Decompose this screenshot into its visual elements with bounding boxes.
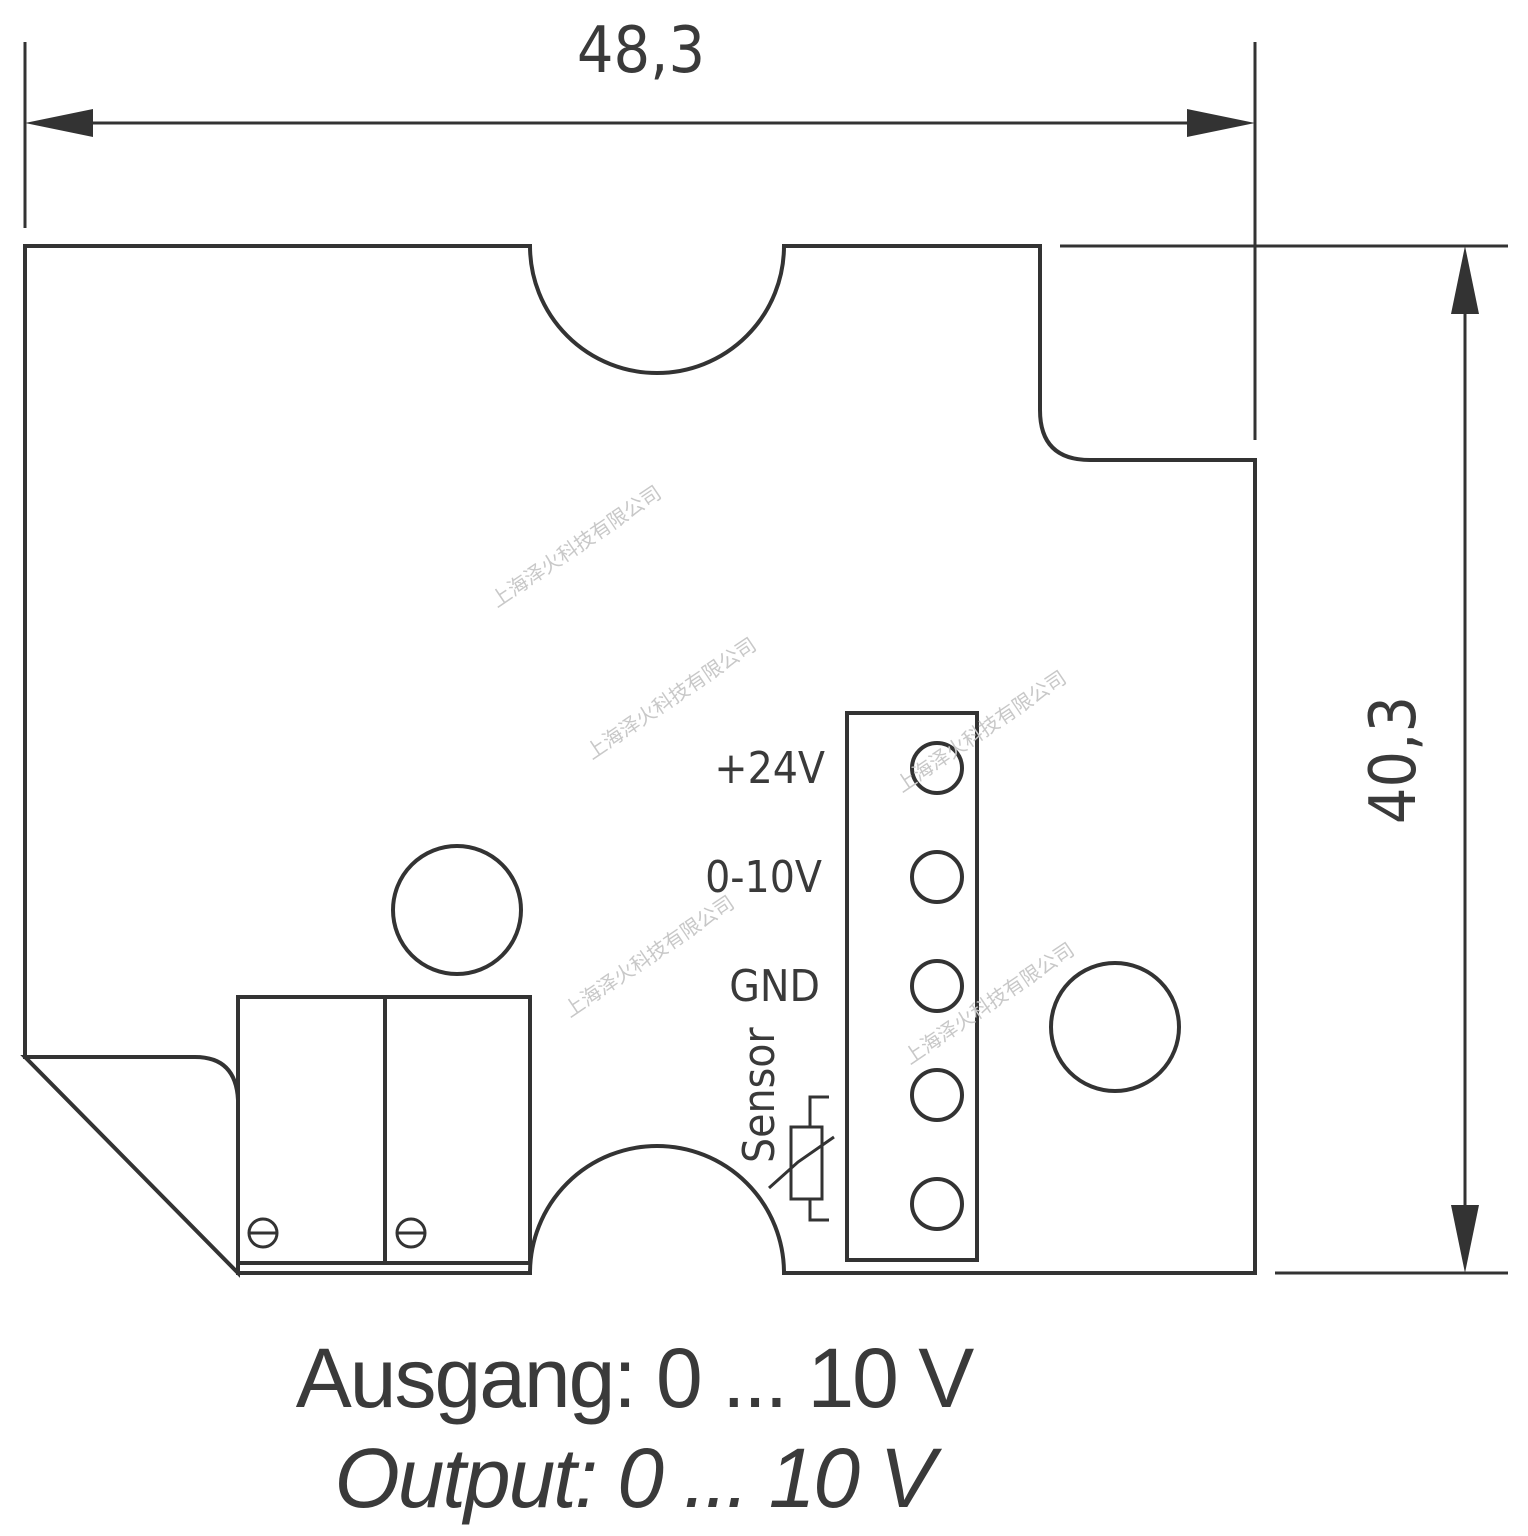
board-outline [20,244,1257,1278]
watermark: 上海泽火科技有限公司 [891,665,1070,797]
watermark: 上海泽火科技有限公司 [486,480,665,612]
height-arrow-top [1451,246,1479,314]
height-arrow-bottom [1451,1205,1479,1273]
screw-terminal-block [236,995,532,1275]
width-value: 48,3 [577,14,705,88]
watermark: 上海泽火科技有限公司 [899,937,1078,1069]
pin-2 [910,850,964,904]
mounting-hole-right [1049,961,1181,1093]
pin-4 [910,1068,964,1122]
caption-german: Ausgang: 0 ... 10 V [295,1331,975,1425]
height-dimension: 40,3 [1060,244,1508,1275]
connector-body [845,711,979,1262]
width-dimension: 48,3 [23,14,1257,440]
screw-icon [247,1217,279,1249]
watermark: 上海泽火科技有限公司 [559,890,738,1022]
label-gnd: GND [729,961,820,1012]
height-value: 40,3 [1357,696,1431,824]
pin-3 [910,959,964,1013]
pin-5 [910,1177,964,1231]
width-arrow-right [1187,109,1255,137]
label-sensor: Sensor [734,1027,785,1163]
mounting-hole-left [391,844,523,976]
label-plus24v: +24V [714,743,825,794]
label-0-10v: 0-10V [705,852,822,903]
thermistor-icon [767,1095,835,1222]
pin-1 [910,741,964,795]
screw-icon [395,1217,427,1249]
caption-english: Output: 0 ... 10 V [334,1431,935,1525]
width-arrow-left [25,109,93,137]
pin-connector [845,711,979,1262]
